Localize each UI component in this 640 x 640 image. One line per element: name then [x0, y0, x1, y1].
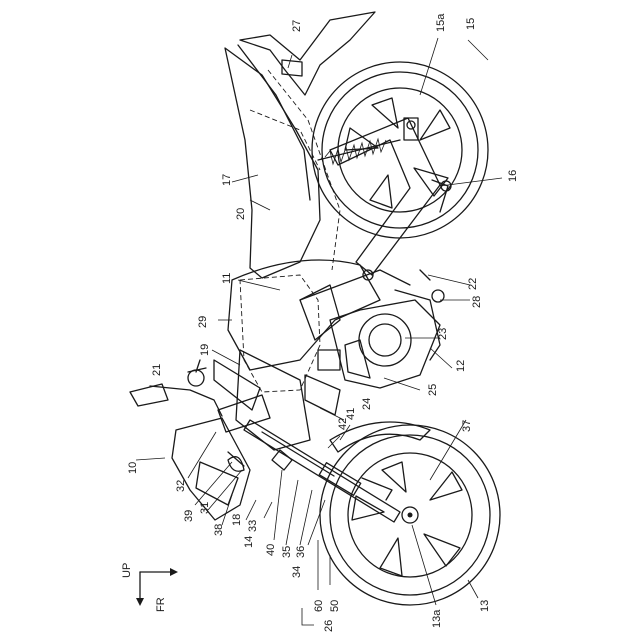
- label-21: 21: [151, 364, 163, 376]
- label-11: 11: [221, 273, 233, 284]
- label-14: 14: [243, 536, 255, 548]
- label-34: 34: [291, 566, 303, 578]
- handlebar: [130, 360, 222, 416]
- label-18: 18: [231, 514, 243, 526]
- label-39: 39: [183, 510, 195, 522]
- label-42: 42: [337, 418, 349, 430]
- main-frame: [300, 270, 444, 360]
- seat: [225, 45, 320, 278]
- label-32: 32: [175, 480, 187, 492]
- axis-indicator: UP FR: [121, 563, 178, 612]
- label-25: 25: [427, 384, 439, 396]
- label-29: 29: [197, 316, 209, 328]
- fuel-tank-dashed: [240, 70, 340, 392]
- label-60: 60: [313, 600, 325, 612]
- label-37: 37: [461, 420, 473, 432]
- label-17: 17: [221, 174, 233, 186]
- label-26: 26: [323, 620, 335, 632]
- rear-cowl: [240, 12, 375, 95]
- label-33: 33: [247, 520, 259, 532]
- label-12: 12: [455, 360, 467, 372]
- up-axis-label: UP: [121, 563, 133, 578]
- label-15a: 15a: [435, 13, 447, 32]
- label-35: 35: [281, 546, 293, 558]
- label-31: 31: [199, 502, 211, 514]
- front-wheel: [320, 425, 500, 605]
- label-22: 22: [467, 278, 479, 290]
- label-23: 23: [437, 328, 449, 340]
- label-38: 38: [213, 524, 225, 536]
- label-40: 40: [265, 544, 277, 556]
- label-10: 10: [127, 462, 139, 474]
- label-24: 24: [361, 398, 373, 410]
- label-13: 13: [479, 600, 491, 612]
- label-15: 15: [465, 18, 477, 30]
- rear-suspension-spring: [318, 139, 400, 164]
- label-28: 28: [471, 296, 483, 308]
- side-cover: [228, 260, 380, 370]
- label-16: 16: [507, 170, 519, 182]
- front-cowl: [172, 418, 250, 520]
- label-20: 20: [235, 208, 247, 220]
- label-13a: 13a: [431, 609, 443, 628]
- label-19: 19: [199, 344, 211, 356]
- engine: [318, 300, 440, 388]
- label-36: 36: [295, 546, 307, 558]
- label-27: 27: [291, 20, 303, 32]
- fr-axis-label: FR: [155, 597, 167, 612]
- label-50: 50: [329, 600, 341, 612]
